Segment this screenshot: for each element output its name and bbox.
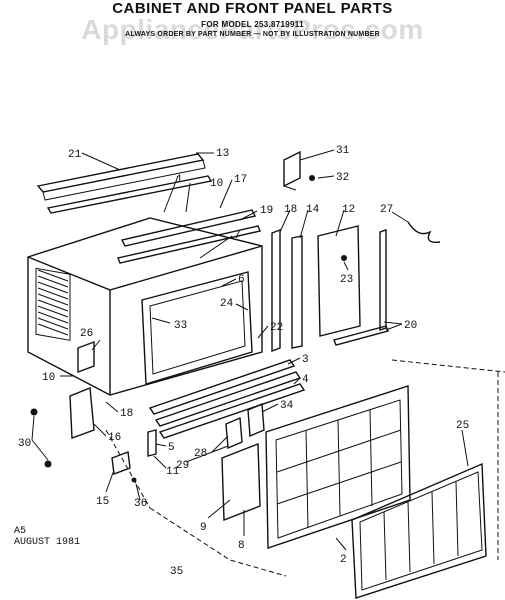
part-18-side-rail (271, 228, 281, 353)
part-9-filter-bracket (221, 442, 261, 522)
callout-3: 3 (302, 354, 309, 366)
callout-7: 7 (234, 230, 241, 242)
callout-35: 35 (170, 566, 183, 578)
page-title: CABINET AND FRONT PANEL PARTS (112, 0, 393, 17)
part-33-front-frame (141, 271, 253, 385)
dashed-guide-lines (149, 359, 505, 577)
dashed-guide-left (105, 429, 151, 509)
part-15-knob (111, 451, 131, 475)
callout-24: 24 (220, 298, 234, 310)
part-16-control-bracket (69, 387, 95, 439)
part-8-front-panel (265, 385, 411, 549)
callout-9: 9 (200, 522, 207, 534)
callout-15: 15 (96, 496, 109, 508)
part-23-screw (341, 255, 347, 261)
callout-26: 26 (80, 328, 93, 340)
part-13-strip (46, 175, 213, 214)
part-17-seal (120, 209, 257, 247)
part-4-louver (158, 383, 306, 439)
callout-29: 29 (176, 460, 189, 472)
part-26-bracket (77, 340, 95, 374)
callout-23: 23 (340, 274, 353, 286)
watermark-text: AppliancePartsPros.com (81, 14, 424, 45)
callout-18-top: 18 (284, 204, 297, 216)
callout-16: 16 (108, 432, 121, 444)
footer-note: A5 AUGUST 1981 (14, 526, 80, 548)
part-12-side-panel (317, 225, 361, 337)
callout-32: 32 (336, 172, 349, 184)
callout-2: 2 (340, 554, 347, 566)
part-30-knob-b (44, 460, 52, 468)
leader-lines (31, 149, 469, 551)
callout-4: 4 (302, 374, 309, 386)
callout-22: 22 (270, 322, 283, 334)
callout-27: 27 (380, 204, 393, 216)
callout-13: 13 (216, 148, 229, 160)
part-32-screw (309, 175, 315, 181)
callout-25: 25 (456, 420, 469, 432)
part-34-bracket (247, 402, 265, 438)
callout-28: 28 (194, 448, 207, 460)
callout-19: 19 (260, 205, 273, 217)
part-20-angle-bracket (333, 229, 389, 346)
callout-30: 30 (18, 438, 31, 450)
part-1-cabinet (27, 217, 263, 396)
part-19-seal (117, 225, 261, 264)
callout-14: 14 (306, 204, 320, 216)
callout-36: 36 (134, 498, 147, 510)
part-25-filter (351, 462, 487, 599)
callout-34: 34 (280, 400, 294, 412)
part-21-top-trim (36, 153, 206, 201)
callout-21: 21 (68, 149, 82, 161)
footer-code: A5 (14, 526, 27, 537)
callout-labels: 21 13 1 10 17 19 7 6 24 33 22 18 14 12 2… (18, 145, 469, 578)
model-subtitle: FOR MODEL 253.8719911 (201, 20, 304, 29)
part-14-side-rail (291, 235, 303, 349)
callout-31: 31 (336, 145, 350, 157)
part-5-clip (147, 429, 157, 457)
callout-33: 33 (174, 320, 187, 332)
part-28-bracket (225, 416, 243, 450)
order-note: ALWAYS ORDER BY PART NUMBER — NOT BY ILL… (125, 31, 380, 38)
callout-10-left: 10 (42, 372, 55, 384)
part-30-knob-a (30, 408, 38, 416)
part-31-bracket (283, 150, 301, 191)
callout-10-top: 10 (210, 178, 223, 190)
callout-6: 6 (238, 274, 245, 286)
part-27-cord (407, 221, 441, 243)
callout-20: 20 (404, 320, 417, 332)
footer-date: AUGUST 1981 (14, 537, 81, 548)
callout-11: 11 (166, 466, 180, 478)
callout-12: 12 (342, 204, 355, 216)
callout-1: 1 (176, 174, 183, 186)
callout-5: 5 (168, 442, 175, 454)
part-3-louver (148, 359, 302, 427)
callout-18-bottom: 18 (120, 408, 133, 420)
callout-17: 17 (234, 174, 247, 186)
callout-8: 8 (238, 540, 245, 552)
